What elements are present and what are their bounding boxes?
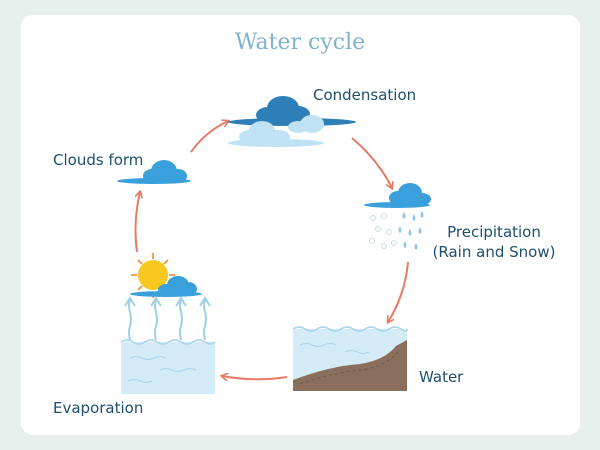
riverbank-icon [292, 326, 408, 391]
arrow-condensation-to-precipitation [351, 137, 392, 188]
label-water: Water [419, 368, 464, 386]
rain-snow-icon [364, 183, 431, 250]
label-precipitation: Precipitation (Rain and Snow) [430, 222, 558, 262]
evaporation-steam-icon [124, 296, 211, 341]
label-precipitation-line1: Precipitation [447, 223, 541, 241]
arrow-precipitation-to-water [388, 261, 409, 322]
arrow-water-to-evaporation [222, 376, 288, 379]
clouds-form-cloud-icon [117, 160, 191, 184]
arrow-evaporation-to-clouds [134, 192, 140, 253]
condensation-cloud-icon [228, 96, 356, 147]
sun-icon [130, 253, 202, 298]
diagram-title: Water cycle [234, 30, 366, 55]
arrow-clouds-to-condensation [190, 121, 228, 153]
water-tank-icon [120, 339, 216, 394]
label-clouds-form: Clouds form [53, 151, 144, 169]
label-condensation: Condensation [313, 86, 417, 104]
label-evaporation: Evaporation [53, 399, 144, 417]
label-precipitation-line2: (Rain and Snow) [432, 243, 556, 261]
